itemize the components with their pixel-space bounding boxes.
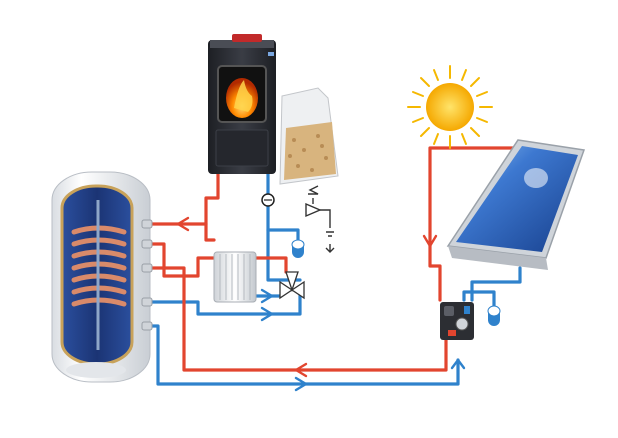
circulation-pump [261,193,275,207]
flow-arrows [176,216,466,392]
cold-pipes [146,170,522,386]
pellet-bag [279,87,339,185]
sun-rays [407,65,493,149]
three-way-valve [279,271,305,300]
hot-pipes [146,146,526,372]
boiler-tank [51,171,153,383]
sun [407,65,493,149]
solar-collector [446,139,586,270]
safety-valve [305,185,335,253]
pellet-stove [208,34,276,174]
solar-pump-station [440,302,474,340]
expansion-vessel-stove [291,239,305,258]
radiator [213,251,257,303]
expansion-vessel-solar [487,305,501,326]
